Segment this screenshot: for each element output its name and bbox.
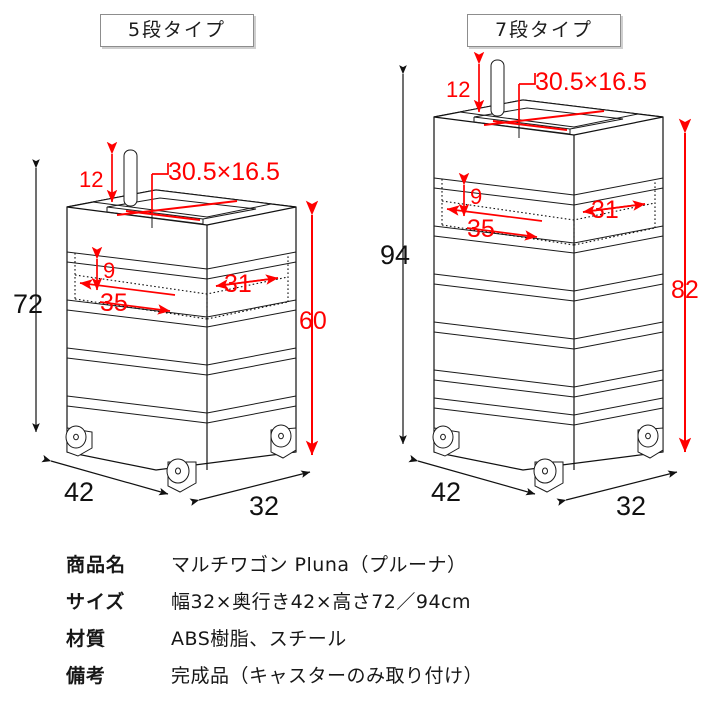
dim-label-drawer-depth-7: 35	[467, 215, 495, 243]
wagon-five-tier: 72 60 12 30.5×16.5	[13, 141, 327, 521]
dim-label-drawer-depth-5: 35	[100, 289, 128, 317]
dim-lid-opening-5: 30.5×16.5	[116, 158, 280, 221]
dim-width-5: 32	[189, 470, 311, 521]
spec-value-remarks: 完成品（キャスターのみ取り付け）	[171, 665, 484, 687]
lid-handle-5	[123, 149, 138, 207]
spec-value-product-name: マルチワゴン Pluna（プルーナ）	[171, 554, 467, 576]
dim-label-width-7: 32	[616, 491, 646, 521]
spec-row-product-name: 商品名 マルチワゴン Pluna（プルーナ）	[66, 550, 666, 587]
dim-label-handle-height-7: 12	[446, 77, 470, 102]
dim-handle-height-7: 12	[446, 51, 485, 113]
spec-label-size: サイズ	[66, 591, 126, 613]
spec-value-size: 幅32×奥行き42×高さ72／94cm	[171, 591, 472, 613]
dim-total-height-5: 72	[13, 159, 43, 433]
dim-lid-opening-7: 30.5×16.5	[483, 68, 647, 131]
dim-total-height-7: 94	[380, 65, 410, 445]
dim-drawer-width-7: 31	[582, 196, 646, 224]
cabinet-body-7	[433, 99, 664, 471]
spec-table: 商品名 マルチワゴン Pluna（プルーナ） サイズ 幅32×奥行き42×高さ7…	[66, 550, 666, 698]
dim-label-lid-opening-5: 30.5×16.5	[168, 158, 280, 186]
casters-7	[432, 424, 664, 493]
dim-drawer-depth-7: 35	[446, 205, 543, 243]
spec-label-product-name: 商品名	[66, 554, 127, 576]
dim-label-total-height-5: 72	[13, 289, 43, 319]
spec-value-material: ABS樹脂、スチール	[171, 628, 347, 650]
dim-depth-5: 42	[41, 454, 169, 507]
dim-label-depth-5: 42	[64, 477, 94, 507]
cabinet-body-5	[66, 189, 297, 471]
dim-label-drawer-width-7: 31	[591, 196, 619, 224]
dim-drawer-depth-5: 35	[79, 279, 176, 317]
dim-depth-7: 42	[408, 454, 536, 507]
wagon-seven-tier: 94 82 12 30.5×16.5	[380, 51, 699, 521]
dim-label-lid-opening-7: 30.5×16.5	[535, 68, 647, 96]
dim-label-drawer-height-7: 9	[470, 184, 482, 209]
spec-label-remarks: 備考	[66, 665, 107, 687]
dim-label-total-height-7: 94	[380, 240, 410, 270]
dim-handle-height-5: 12	[79, 141, 118, 203]
drawer-interior-7	[441, 179, 656, 246]
spec-row-size: サイズ 幅32×奥行き42×高さ72／94cm	[66, 587, 666, 624]
drawer-interior-5	[74, 253, 289, 320]
dim-label-width-5: 32	[249, 491, 279, 521]
dim-label-handle-height-5: 12	[79, 167, 103, 192]
dim-label-depth-7: 42	[431, 477, 461, 507]
dim-label-drawer-width-5: 31	[224, 270, 252, 298]
spec-row-material: 材質 ABS樹脂、スチール	[66, 624, 666, 661]
lid-handle-7	[490, 59, 505, 117]
dim-width-7: 32	[556, 470, 678, 521]
spec-row-remarks: 備考 完成品（キャスターのみ取り付け）	[66, 661, 666, 698]
dim-label-body-height-5: 60	[299, 307, 327, 335]
spec-label-material: 材質	[66, 628, 107, 650]
dim-drawer-width-5: 31	[215, 270, 279, 298]
badge-seven-tier: 7段タイプ	[467, 14, 621, 47]
dim-label-drawer-height-5: 9	[103, 258, 115, 283]
dim-body-height-7: 82	[671, 118, 699, 453]
badge-five-tier: 5段タイプ	[100, 14, 254, 47]
dim-body-height-5: 60	[299, 200, 327, 456]
dim-label-body-height-7: 82	[671, 276, 699, 304]
